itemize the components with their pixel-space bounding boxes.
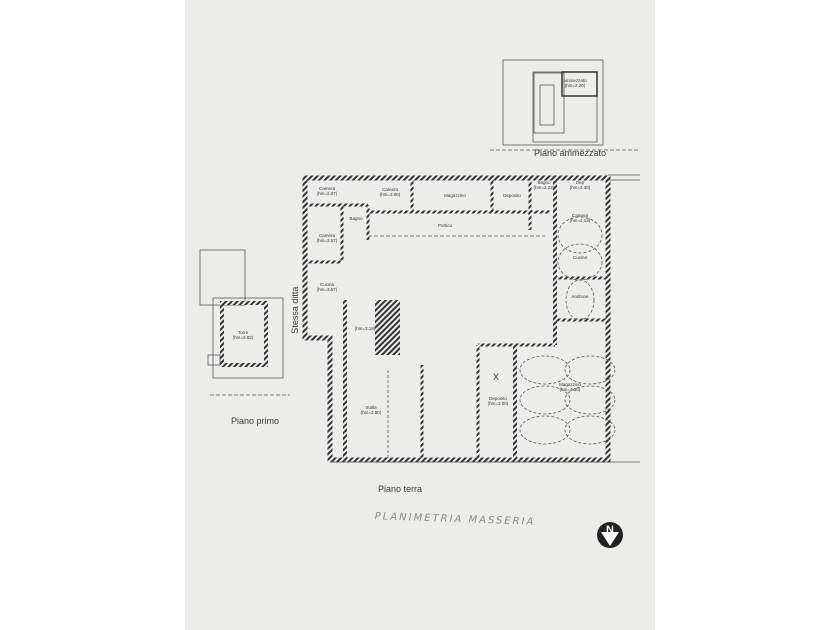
floor-plan-sheet bbox=[185, 0, 655, 630]
marker-x: X bbox=[492, 372, 499, 382]
room-label: Bagno bbox=[349, 216, 363, 221]
room-label: Camera(hm=2.97) bbox=[316, 186, 338, 197]
room-label: Deposito(hm=3.00) bbox=[487, 396, 509, 407]
plan-piano-ammezzato bbox=[490, 59, 640, 151]
room-label: Camera(hm=3.57) bbox=[316, 233, 338, 244]
room-label: Cucina bbox=[572, 255, 587, 260]
room-label: Torre(hm=3.82) bbox=[232, 330, 254, 341]
room-label: Deposito bbox=[503, 193, 521, 198]
room-label: Dep(hm=2.30) bbox=[569, 180, 591, 191]
plan-piano-primo bbox=[199, 249, 290, 396]
plan-piano-terra bbox=[302, 174, 640, 463]
room-label: Magazzino(hm=4.30) bbox=[559, 382, 581, 393]
room-label: Stalla(hm=3.50) bbox=[360, 405, 382, 416]
floor-label-primo: Piano primo bbox=[230, 416, 280, 426]
north-arrow-icon bbox=[597, 522, 623, 548]
floor-label-ammezzato: Piano ammezzato bbox=[533, 148, 607, 158]
room-label: Portico bbox=[437, 223, 452, 228]
room-label: (hm=3.18) bbox=[354, 326, 376, 331]
room-label: Camera(hm=4.13) bbox=[569, 213, 591, 224]
room-label: Bagno(hm=2.22) bbox=[533, 180, 555, 191]
room-label: Cucina(hm=3.57) bbox=[316, 282, 338, 293]
floor-label-terra: Piano terra bbox=[377, 484, 423, 494]
room-label: ammezzato(hm=2.20) bbox=[563, 78, 587, 89]
side-note: Stessa ditta bbox=[289, 286, 300, 334]
room-label: Androne bbox=[571, 294, 589, 299]
north-label: N bbox=[606, 524, 614, 536]
room-label: Magazzino bbox=[444, 193, 466, 198]
room-label: Camera(hm=3.00) bbox=[379, 187, 401, 198]
